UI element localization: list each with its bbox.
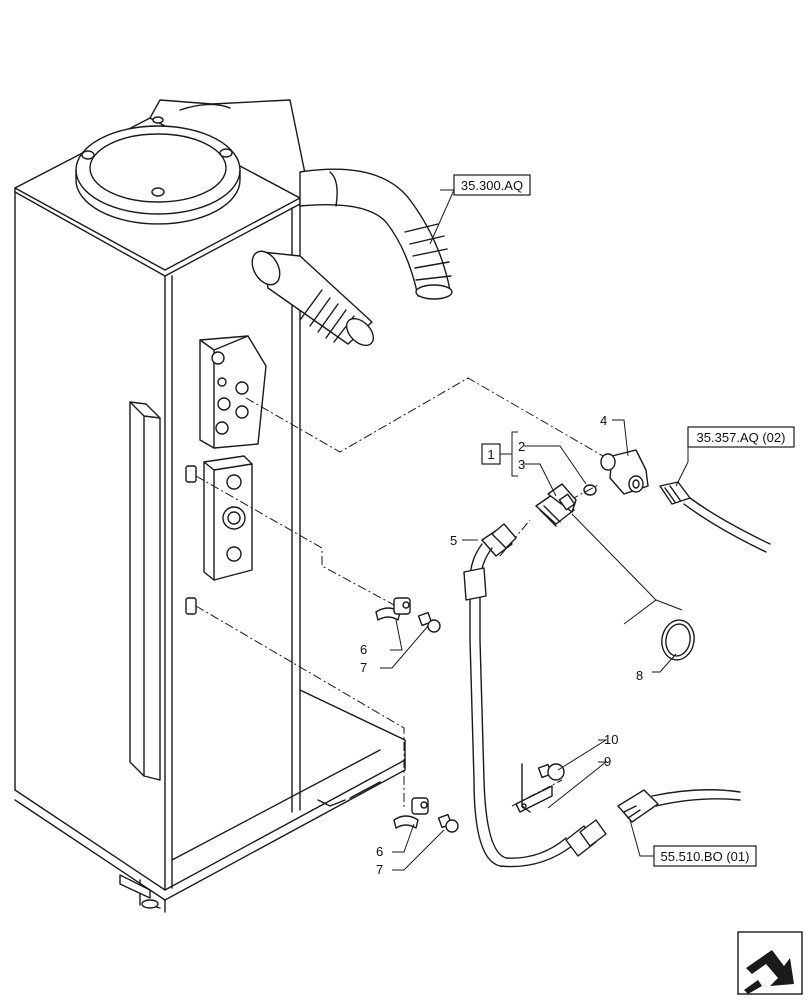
callout-2: 2 xyxy=(518,439,525,454)
filler-cap xyxy=(75,103,241,225)
callout-4: 4 xyxy=(600,413,607,428)
ref-sensor-harness[interactable]: 35.357.AQ (02) xyxy=(697,430,786,445)
sensor-harness-connector xyxy=(659,481,771,553)
o-ring-part-2 xyxy=(583,484,597,496)
seal-ring-part-8 xyxy=(661,619,695,661)
callout-9: 9 xyxy=(604,754,611,769)
callout-3: 3 xyxy=(518,457,525,472)
callout-7-lower: 7 xyxy=(376,862,383,877)
callout-10: 10 xyxy=(604,732,618,747)
ref-box-hose xyxy=(453,174,531,196)
kit-bracket xyxy=(500,431,518,477)
callout-8: 8 xyxy=(636,668,643,683)
clamp-assembly-lower xyxy=(393,797,459,833)
callout-6-lower: 6 xyxy=(376,844,383,859)
pressure-switch-part-3 xyxy=(535,483,577,527)
kit-label-box xyxy=(481,443,501,465)
bracket-part-9 xyxy=(515,763,553,813)
clamp-assembly-upper xyxy=(375,597,441,633)
main-harness-connector xyxy=(617,789,741,823)
wire-harness-part-5 xyxy=(463,523,607,868)
ref-box-main-harness xyxy=(653,845,757,867)
leader-lines xyxy=(380,189,689,871)
callout-7-upper: 7 xyxy=(360,660,367,675)
manifold-block-lower xyxy=(185,455,253,615)
ref-main-harness[interactable]: 55.510.BO (01) xyxy=(661,849,750,864)
callout-5: 5 xyxy=(450,533,457,548)
ref-box-sensor-harness xyxy=(687,426,795,448)
ref-hose[interactable]: 35.300.AQ xyxy=(461,178,523,193)
assembly-lines xyxy=(195,377,611,810)
return-hose xyxy=(299,168,453,300)
manifold-block-upper xyxy=(199,335,267,449)
inlet-pipe xyxy=(251,250,375,347)
tee-fitting-part-4 xyxy=(600,449,649,495)
callout-6-upper: 6 xyxy=(360,642,367,657)
bolt-part-10 xyxy=(537,763,565,781)
orientation-arrow-icon xyxy=(737,931,803,995)
kit-label: 1 xyxy=(487,447,494,462)
